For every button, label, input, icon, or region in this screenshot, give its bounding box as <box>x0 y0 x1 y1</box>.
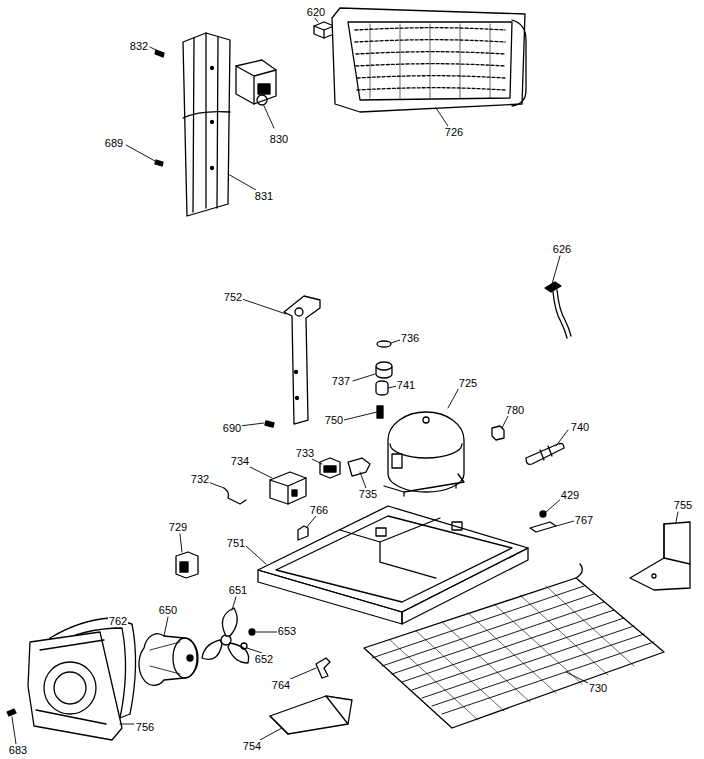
callout-number: 741 <box>396 379 416 391</box>
callout-number: 725 <box>458 377 478 389</box>
callout-number: 683 <box>8 744 28 756</box>
callout-number: 429 <box>560 489 580 501</box>
callout-number: 735 <box>358 488 378 500</box>
callout-number: 730 <box>588 682 608 694</box>
callout-number: 689 <box>104 137 124 149</box>
callout-number: 754 <box>242 740 262 752</box>
callout-number: 734 <box>230 455 250 467</box>
callout-number: 756 <box>135 721 155 733</box>
callout-number: 626 <box>552 243 572 255</box>
callout-number: 650 <box>158 604 178 616</box>
callout-number: 751 <box>226 537 246 549</box>
callout-number: 690 <box>222 422 242 434</box>
callout-number: 766 <box>309 504 329 516</box>
callout-number: 831 <box>254 190 274 202</box>
callout-number: 752 <box>223 291 243 303</box>
callout-number: 726 <box>444 126 464 138</box>
callout-number: 780 <box>505 404 525 416</box>
callout-number: 729 <box>168 521 188 533</box>
callout-number: 620 <box>306 6 326 18</box>
callout-number: 736 <box>400 332 420 344</box>
callout-number: 732 <box>190 473 210 485</box>
callout-number: 652 <box>254 653 274 665</box>
callout-number: 651 <box>228 584 248 596</box>
callout-number: 764 <box>271 679 291 691</box>
callout-number: 830 <box>269 133 289 145</box>
callout-number: 737 <box>331 375 351 387</box>
callout-number: 653 <box>277 625 297 637</box>
callout-number: 733 <box>295 447 315 459</box>
callout-number: 750 <box>324 414 344 426</box>
callout-number: 832 <box>129 40 149 52</box>
callout-number: 767 <box>574 514 594 526</box>
callout-number: 762 <box>108 615 128 627</box>
callout-number: 755 <box>673 499 693 511</box>
callout-number: 740 <box>570 421 590 433</box>
